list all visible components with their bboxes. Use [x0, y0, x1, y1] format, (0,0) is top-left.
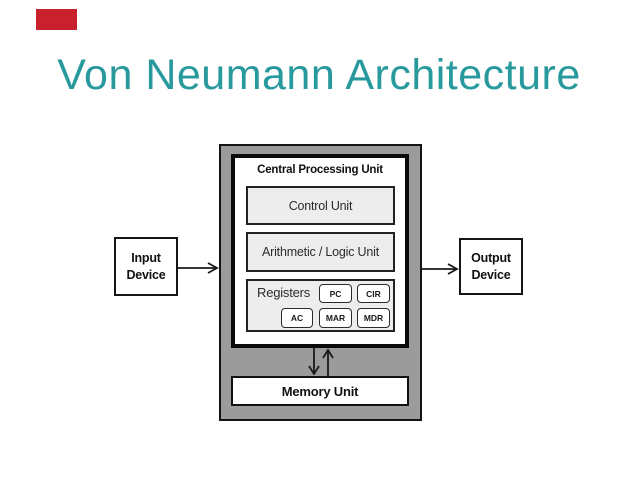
- input-to-cpu-arrow: [178, 262, 219, 274]
- memory-unit-box: Memory Unit: [231, 376, 409, 406]
- register-chip-pc: PC: [319, 284, 352, 303]
- alu-label: Arithmetic / Logic Unit: [262, 245, 379, 259]
- input-device-label: Input Device: [126, 250, 166, 282]
- output-device-label: Output Device: [471, 250, 511, 282]
- input-device-box: Input Device: [114, 237, 178, 296]
- red-accent-rectangle: [36, 9, 77, 30]
- cpu-to-memory-arrow: [308, 348, 320, 375]
- output-device-box: Output Device: [459, 238, 523, 295]
- register-chip-mar: MAR: [319, 308, 352, 328]
- register-chip-ac: AC: [281, 308, 313, 328]
- cpu-to-output-arrow: [422, 263, 459, 275]
- memory-unit-label: Memory Unit: [281, 383, 359, 399]
- memory-to-cpu-arrow: [322, 348, 334, 376]
- cpu-title: Central Processing Unit: [257, 164, 383, 176]
- control-unit-label: Control Unit: [288, 198, 353, 213]
- control-unit-box: Control Unit: [246, 186, 395, 225]
- register-chip-cir: CIR: [357, 284, 390, 303]
- registers-label: Registers: [257, 285, 311, 300]
- slide-title: Von Neumann Architecture: [57, 51, 581, 99]
- register-chip-mdr: MDR: [357, 308, 390, 328]
- alu-box: Arithmetic / Logic Unit: [246, 232, 395, 272]
